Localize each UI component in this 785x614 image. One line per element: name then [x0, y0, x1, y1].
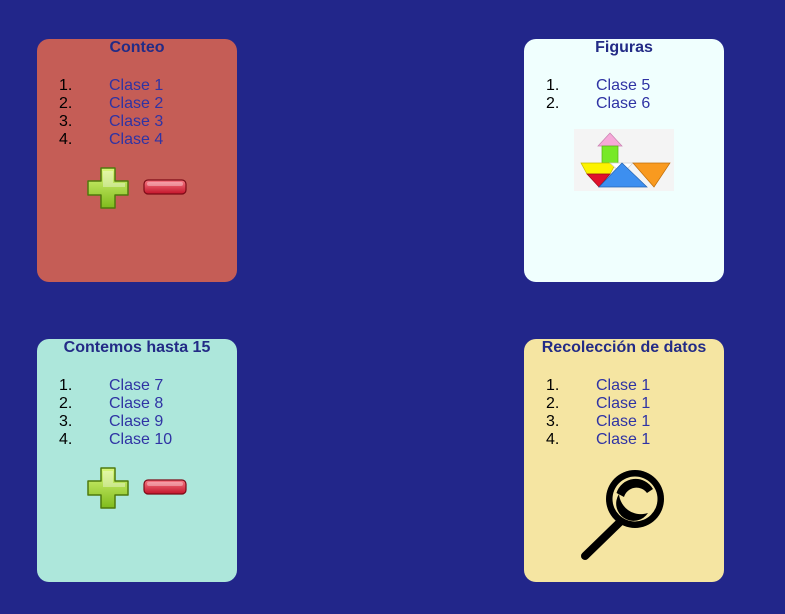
plus-icon[interactable]: [86, 166, 130, 210]
list-item: 4. Clase 10: [37, 431, 227, 449]
list-item: 2. Clase 1: [524, 395, 714, 413]
list-item: 3. Clase 3: [37, 113, 227, 131]
card-title: Conteo: [109, 39, 165, 56]
list-number: 2.: [546, 395, 560, 412]
list-number: 3.: [546, 413, 560, 430]
lesson-list: 1. Clase 7 2. Clase 8 3. Clase 9 4. Clase 10: [37, 377, 227, 449]
list-item: 3. Clase 1: [524, 413, 714, 431]
lesson-list: 1. Clase 1 2. Clase 1 3. Clase 1 4. Clase 1: [524, 377, 714, 449]
list-item: 1. Clase 1: [37, 77, 227, 95]
list-item: 4. Clase 1: [524, 431, 714, 449]
list-number: 1.: [546, 377, 560, 394]
list-item: 1. Clase 5: [524, 77, 714, 95]
list-number: 4.: [546, 431, 560, 448]
card-conteo: Conteo 1. Clase 1 2. Clase 2 3. Clase 3 4. C…: [37, 39, 237, 282]
list-number: 4.: [59, 431, 73, 448]
list-item: 2. Clase 2: [37, 95, 227, 113]
card-figuras: Figuras 1. Clase 5 2. Clase 6: [524, 39, 724, 282]
list-number: 2.: [59, 395, 73, 412]
lesson-link[interactable]: Clase 7: [109, 377, 164, 394]
list-number: 2.: [59, 95, 73, 112]
lesson-link[interactable]: Clase 4: [109, 131, 164, 148]
plus-icon[interactable]: [86, 466, 130, 510]
list-number: 1.: [546, 77, 560, 94]
list-item: 3. Clase 9: [37, 413, 227, 431]
minus-icon[interactable]: [143, 178, 187, 196]
magnifier-icon[interactable]: [576, 467, 672, 563]
lesson-link[interactable]: Clase 1: [109, 77, 164, 94]
lesson-link[interactable]: Clase 1: [596, 431, 651, 448]
lesson-link[interactable]: Clase 1: [596, 413, 651, 430]
list-item: 2. Clase 8: [37, 395, 227, 413]
lesson-link[interactable]: Clase 10: [109, 431, 173, 448]
lesson-link[interactable]: Clase 2: [109, 95, 164, 112]
list-number: 1.: [59, 377, 73, 394]
lesson-list: 1. Clase 5 2. Clase 6: [524, 77, 714, 113]
list-number: 3.: [59, 413, 73, 430]
card-recoleccion-de-datos: Recolección de datos 1. Clase 1 2. Clase 1…: [524, 339, 724, 582]
list-item: 1. Clase 7: [37, 377, 227, 395]
lesson-link[interactable]: Clase 6: [596, 95, 651, 112]
lesson-link[interactable]: Clase 1: [596, 395, 651, 412]
list-item: 1. Clase 1: [524, 377, 714, 395]
list-item: 2. Clase 6: [524, 95, 714, 113]
list-item: 4. Clase 4: [37, 131, 227, 149]
lesson-link[interactable]: Clase 9: [109, 413, 164, 430]
list-number: 3.: [59, 113, 73, 130]
list-number: 2.: [546, 95, 560, 112]
lesson-link[interactable]: Clase 8: [109, 395, 164, 412]
lesson-list: 1. Clase 1 2. Clase 2 3. Clase 3 4. Clase 4: [37, 77, 227, 149]
card-title: Figuras: [595, 39, 653, 56]
list-number: 4.: [59, 131, 73, 148]
card-title: Recolección de datos: [541, 339, 707, 356]
lesson-link[interactable]: Clase 5: [596, 77, 651, 94]
lesson-link[interactable]: Clase 3: [109, 113, 164, 130]
card-contemos-hasta-15: Contemos hasta 15 1. Clase 7 2. Clase 8 3.…: [37, 339, 237, 582]
card-title: Contemos hasta 15: [63, 339, 211, 356]
list-number: 1.: [59, 77, 73, 94]
tangram-image[interactable]: [574, 129, 674, 191]
lesson-link[interactable]: Clase 1: [596, 377, 651, 394]
minus-icon[interactable]: [143, 478, 187, 496]
